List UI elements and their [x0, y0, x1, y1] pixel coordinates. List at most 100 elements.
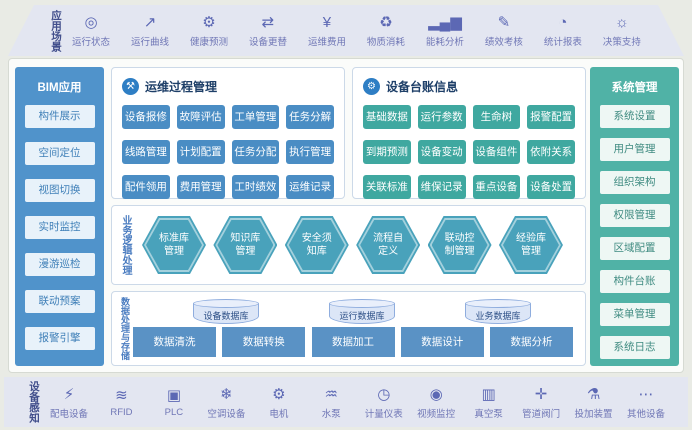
scenario-item-label: 运行曲线 — [130, 37, 169, 48]
hvac-icon: ❄ — [220, 385, 233, 403]
device-item-label: 管道阀门 — [522, 408, 561, 420]
bim-module-block: 构件展示 — [24, 105, 95, 128]
scenario-item-label: 运维费用 — [307, 37, 346, 48]
scenario-item: ⚙ 健康预测 — [187, 13, 231, 48]
scenario-item-label: 能耗分析 — [425, 37, 464, 48]
om-function-block: 线路管理 — [122, 140, 170, 164]
device-item: ◷ 计量仪表 — [362, 385, 406, 420]
hexagon-label: 联动控 制管理 — [444, 233, 475, 257]
scenario-item: ☼ 决策支持 — [600, 13, 644, 48]
data-step-block: 数据清洗 — [133, 327, 216, 357]
device-items: ⚡ 配电设备 ≋ RFID ▣ PLC ❄ 空调设备 — [47, 385, 668, 420]
run-status-icon: ◎ — [84, 14, 98, 31]
power-distribution-icon: ⚡ — [63, 385, 75, 403]
device-item: ≋ RFID — [99, 386, 143, 418]
device-item-label: RFID — [110, 407, 133, 418]
crossed-tools-icon: ⚒ — [122, 77, 139, 95]
performance-assess-icon: ✎ — [497, 14, 511, 31]
ledger-function-block: 重点设备 — [472, 175, 521, 199]
device-item: ♒ 水泵 — [309, 385, 353, 420]
ledger-function-block: 维保记录 — [417, 175, 466, 199]
system-module-block: 系统设置 — [599, 105, 670, 128]
water-pump-icon: ♒ — [324, 385, 338, 403]
hexagon-row: 标准库 管理 知识库 管理 安全须 — [130, 210, 575, 280]
other-device-icon: ⋯ — [638, 385, 654, 403]
ledger-function-block: 基础数据 — [363, 105, 411, 129]
device-bar-title: 设备感知 — [28, 381, 41, 423]
hexagon-label: 经验库 管理 — [515, 233, 546, 257]
system-module-block: 权限管理 — [599, 204, 670, 227]
om-function-block: 工时绩效 — [231, 175, 280, 199]
device-perception-bar: 设备感知 ⚡ 配电设备 ≋ RFID ▣ PLC ❄ — [4, 377, 688, 427]
database-cylinder: 业务数据库 — [465, 299, 531, 324]
om-function-block: 故障评估 — [176, 105, 225, 129]
hexagon-label: 流程自 定义 — [373, 233, 404, 257]
ledger-function-block: 运行参数 — [417, 105, 466, 129]
equipment-replace-icon: ⇄ — [261, 14, 275, 31]
om-process-header: ⚒ 运维过程管理 — [122, 76, 334, 96]
gear-icon: ⚙ — [363, 77, 380, 95]
equipment-ledger-grid: 基础数据 运行参数 生命树 报警配置 到期预测 设备变动 设备组件 依附关系 关… — [363, 105, 575, 199]
scenario-item: ▂▄▆ 能耗分析 — [423, 13, 467, 48]
logic-hexagon-module: 经验库 管理 — [498, 216, 563, 274]
bim-module-block: 漫游巡检 — [24, 253, 95, 276]
system-module-block: 用户管理 — [599, 138, 670, 161]
om-process-title: 运维过程管理 — [145, 79, 218, 94]
device-item-label: 水泵 — [321, 408, 341, 420]
scenarios-items: ◎ 运行状态 ↗ 运行曲线 ⚙ 健康预测 ⇄ 设备更替 — [69, 13, 644, 48]
hexagon-label: 标准库 管理 — [159, 233, 189, 257]
device-item: ⚙ 电机 — [257, 385, 301, 420]
device-item-label: 空调设备 — [207, 408, 246, 420]
device-item-label: 视频监控 — [417, 408, 456, 420]
logic-hexagon-module: 安全须 知库 — [284, 216, 349, 274]
meter-gauge-icon: ◷ — [377, 385, 391, 403]
bim-items: 构件展示 空间定位 视图切换 实时监控 漫游巡检 联动预案 报警引擎 — [15, 105, 104, 364]
device-item-label: PLC — [164, 407, 184, 418]
device-item: ❄ 空调设备 — [204, 385, 248, 420]
om-function-block: 任务分配 — [231, 140, 280, 164]
equipment-ledger-card: ⚙ 设备台账信息 基础数据 运行参数 生命树 报警配置 到期预测 设备变动 — [352, 67, 586, 199]
scenario-item: ✎ 绩效考核 — [482, 13, 526, 48]
scenario-item-label: 统计报表 — [543, 37, 582, 48]
device-item-label: 计量仪表 — [364, 408, 403, 420]
equipment-ledger-title: 设备台账信息 — [386, 79, 459, 94]
device-item: ⚡ 配电设备 — [47, 385, 91, 420]
scenario-item-label: 绩效考核 — [484, 37, 523, 48]
device-item: ▥ 真空泵 — [467, 385, 511, 420]
device-item-label: 投加装置 — [574, 408, 613, 420]
material-consumption-icon: ♻ — [379, 14, 393, 31]
device-item-label: 其他设备 — [626, 408, 665, 420]
scenarios-bar-title: 应用场景 — [50, 9, 63, 52]
om-function-block: 执行管理 — [286, 140, 334, 164]
business-logic-band: 业务逻辑处理 标准库 管理 知识库 管理 — [111, 205, 586, 285]
device-item: ⋯ 其他设备 — [624, 385, 668, 420]
device-item: ◉ 视频监控 — [414, 385, 458, 420]
logic-hexagon-module: 标准库 管理 — [142, 216, 206, 274]
health-predict-icon: ⚙ — [202, 14, 216, 31]
om-function-block: 配件领用 — [122, 175, 170, 199]
system-column-title: 系统管理 — [611, 82, 658, 94]
ledger-function-block: 设备处置 — [527, 175, 575, 199]
equipment-ledger-header: ⚙ 设备台账信息 — [363, 76, 575, 96]
rfid-icon: ≋ — [115, 387, 128, 404]
system-module-block: 构件台账 — [599, 270, 670, 293]
system-module-block: 系统日志 — [599, 336, 670, 359]
vacuum-pump-icon: ▥ — [481, 385, 496, 403]
device-item: ✛ 管道阀门 — [519, 385, 563, 420]
ledger-function-block: 设备组件 — [472, 140, 521, 164]
bim-module-block: 报警引擎 — [24, 327, 95, 350]
data-processing-title: 数据处理与存储 — [120, 297, 130, 360]
logic-hexagon-module: 联动控 制管理 — [427, 216, 492, 274]
hexagon-label: 知识库 管理 — [230, 233, 261, 257]
scenario-item: ⇄ 设备更替 — [246, 13, 290, 48]
bim-module-block: 联动预案 — [24, 290, 95, 313]
data-step-block: 数据设计 — [400, 327, 484, 357]
scenario-item: ♻ 物质消耗 — [364, 13, 408, 48]
om-function-block: 任务分解 — [286, 105, 334, 129]
pipe-valve-icon: ✛ — [534, 385, 548, 403]
system-items: 系统设置 用户管理 组织架构 权限管理 区域配置 构件台账 菜单管理 系统日志 — [590, 105, 679, 369]
system-management-column: 系统管理 系统设置 用户管理 组织架构 权限管理 区域配置 构件台账 菜单管理 — [590, 67, 679, 366]
video-surveillance-icon: ◉ — [429, 385, 443, 403]
scenario-item: ↗ 运行曲线 — [128, 13, 172, 48]
application-scenarios-bar: 应用场景 ◎ 运行状态 ↗ 运行曲线 ⚙ 健康预测 ⇄ — [8, 5, 684, 56]
